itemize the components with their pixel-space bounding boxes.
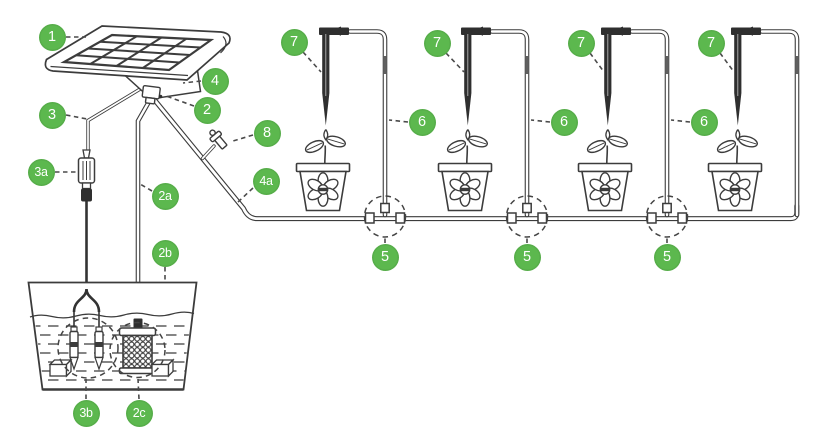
pump-water-tube — [135, 93, 155, 323]
callout-leaders — [55, 36, 735, 400]
drip-station-1 — [297, 27, 386, 216]
leader-2a — [139, 183, 153, 192]
inline-connector-icon — [77, 149, 96, 202]
leader-4 — [182, 80, 202, 84]
sensor-cable — [77, 86, 143, 291]
leader-6a — [388, 119, 409, 123]
water-surface — [29, 311, 195, 319]
leader-3 — [65, 114, 88, 120]
callout-3b: 3b — [72, 399, 100, 427]
probe-icon — [94, 326, 104, 371]
water-level-sensors — [69, 288, 104, 371]
callout-5c: 5 — [653, 243, 681, 271]
solar-cells — [60, 33, 215, 72]
callout-3a: 3a — [27, 158, 55, 186]
cable-gland-icon — [141, 84, 161, 105]
callout-2b: 2b — [151, 239, 179, 267]
callout-3: 3 — [38, 101, 66, 129]
pump-filter-mesh — [122, 334, 153, 369]
callout-2: 2 — [193, 96, 221, 124]
submersible-pump — [118, 318, 157, 375]
callout-2a: 2a — [151, 182, 179, 210]
sinker-weight-icon — [48, 358, 73, 378]
leader-7c — [589, 52, 605, 73]
leader-7a — [302, 51, 322, 73]
leader-8 — [232, 134, 254, 142]
callout-7d: 7 — [697, 29, 725, 57]
callout-1: 1 — [38, 23, 66, 51]
vent-plug-icon — [209, 129, 228, 150]
callout-6b: 6 — [550, 108, 578, 136]
callout-6c: 6 — [690, 108, 718, 136]
callout-4a: 4a — [252, 167, 280, 195]
leader-2c — [137, 378, 140, 400]
callout-7b: 7 — [423, 29, 451, 57]
leader-6b — [530, 119, 551, 123]
callout-5a: 5 — [371, 243, 399, 271]
water-container — [27, 281, 198, 391]
callout-4: 4 — [201, 67, 229, 95]
solar-panel — [44, 25, 231, 81]
leader-4a — [237, 187, 254, 203]
callout-7a: 7 — [280, 28, 308, 56]
callout-7c: 7 — [567, 29, 595, 57]
vent-branch — [200, 129, 228, 161]
drip-station-2 — [439, 27, 528, 216]
probe-icon — [69, 326, 79, 371]
callout-6a: 6 — [408, 108, 436, 136]
callout-8: 8 — [253, 119, 281, 147]
leader-7b — [445, 52, 465, 73]
callout-2c: 2c — [125, 399, 153, 427]
sinker-weight-icon — [150, 358, 175, 378]
leader-2 — [165, 95, 195, 107]
leader-7d — [719, 52, 735, 73]
leader-6c — [670, 119, 691, 123]
callout-5b: 5 — [513, 243, 541, 271]
